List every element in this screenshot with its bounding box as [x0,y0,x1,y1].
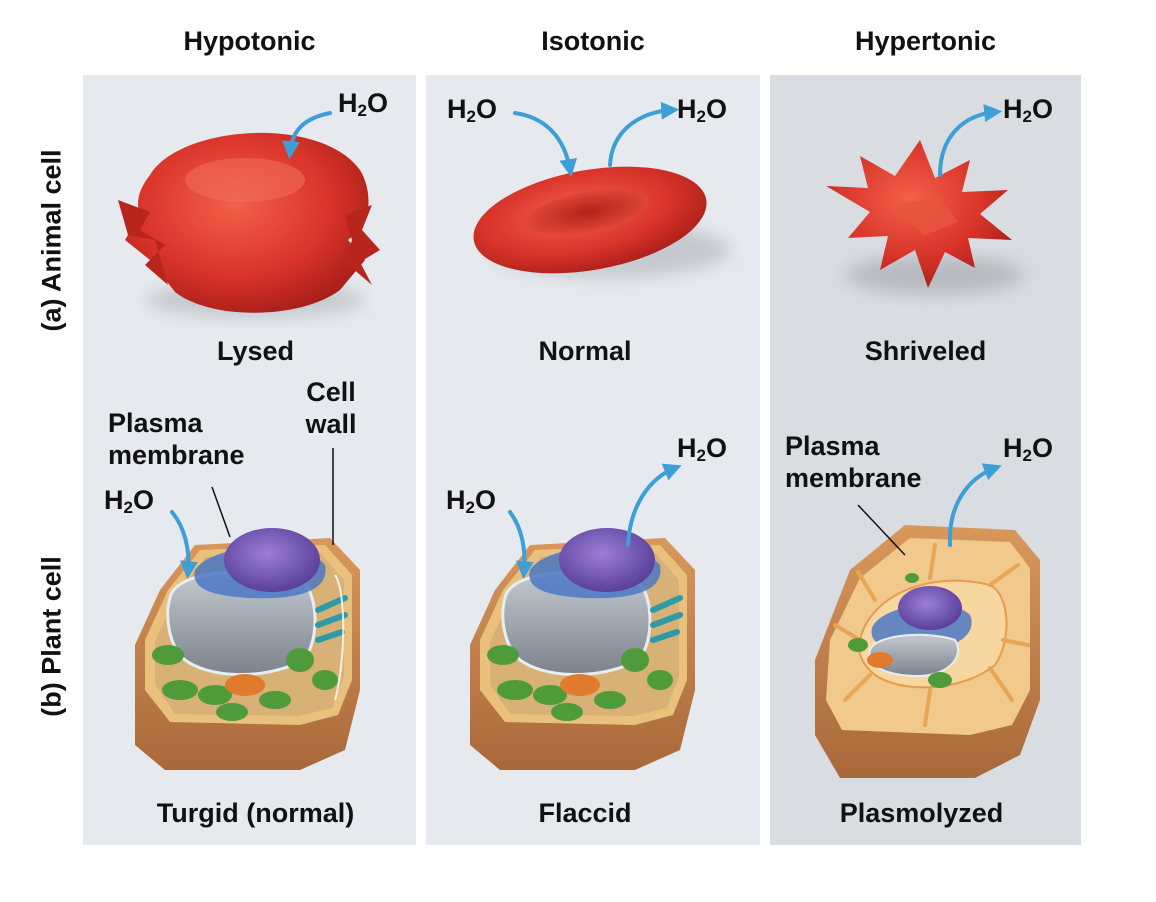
h2o-label: H2O [1003,433,1053,465]
water-arrows [170,101,1003,580]
h2o-label: H2O [446,485,496,517]
label-normal: Normal [538,336,632,366]
label-turgid: Turgid (normal) [156,798,355,828]
h2o-label: H2O [104,485,154,517]
h2o-label: H2O [1003,94,1053,126]
plasmolyzed-plant-cell [815,504,1040,778]
lysed-red-blood-cell [118,132,380,318]
normal-red-blood-cell [473,166,730,278]
shriveled-red-blood-cell [826,140,1025,295]
h2o-label: H2O [677,433,727,465]
h2o-label: H2O [677,94,727,126]
label-shriveled: Shriveled [864,336,987,366]
column-isotonic: Isotonic [541,26,645,56]
h2o-label: H2O [447,94,497,126]
label-plasmolyzed: Plasmolyzed [839,798,1004,828]
turgid-plant-cell [135,448,360,770]
flaccid-plant-cell [470,528,695,770]
label-lysed: Lysed [216,336,295,366]
h2o-label: H2O [338,88,388,120]
label-flaccid: Flaccid [538,798,632,828]
column-hypertonic: Hypertonic [854,26,997,56]
column-hypotonic: Hypotonic [183,26,316,56]
